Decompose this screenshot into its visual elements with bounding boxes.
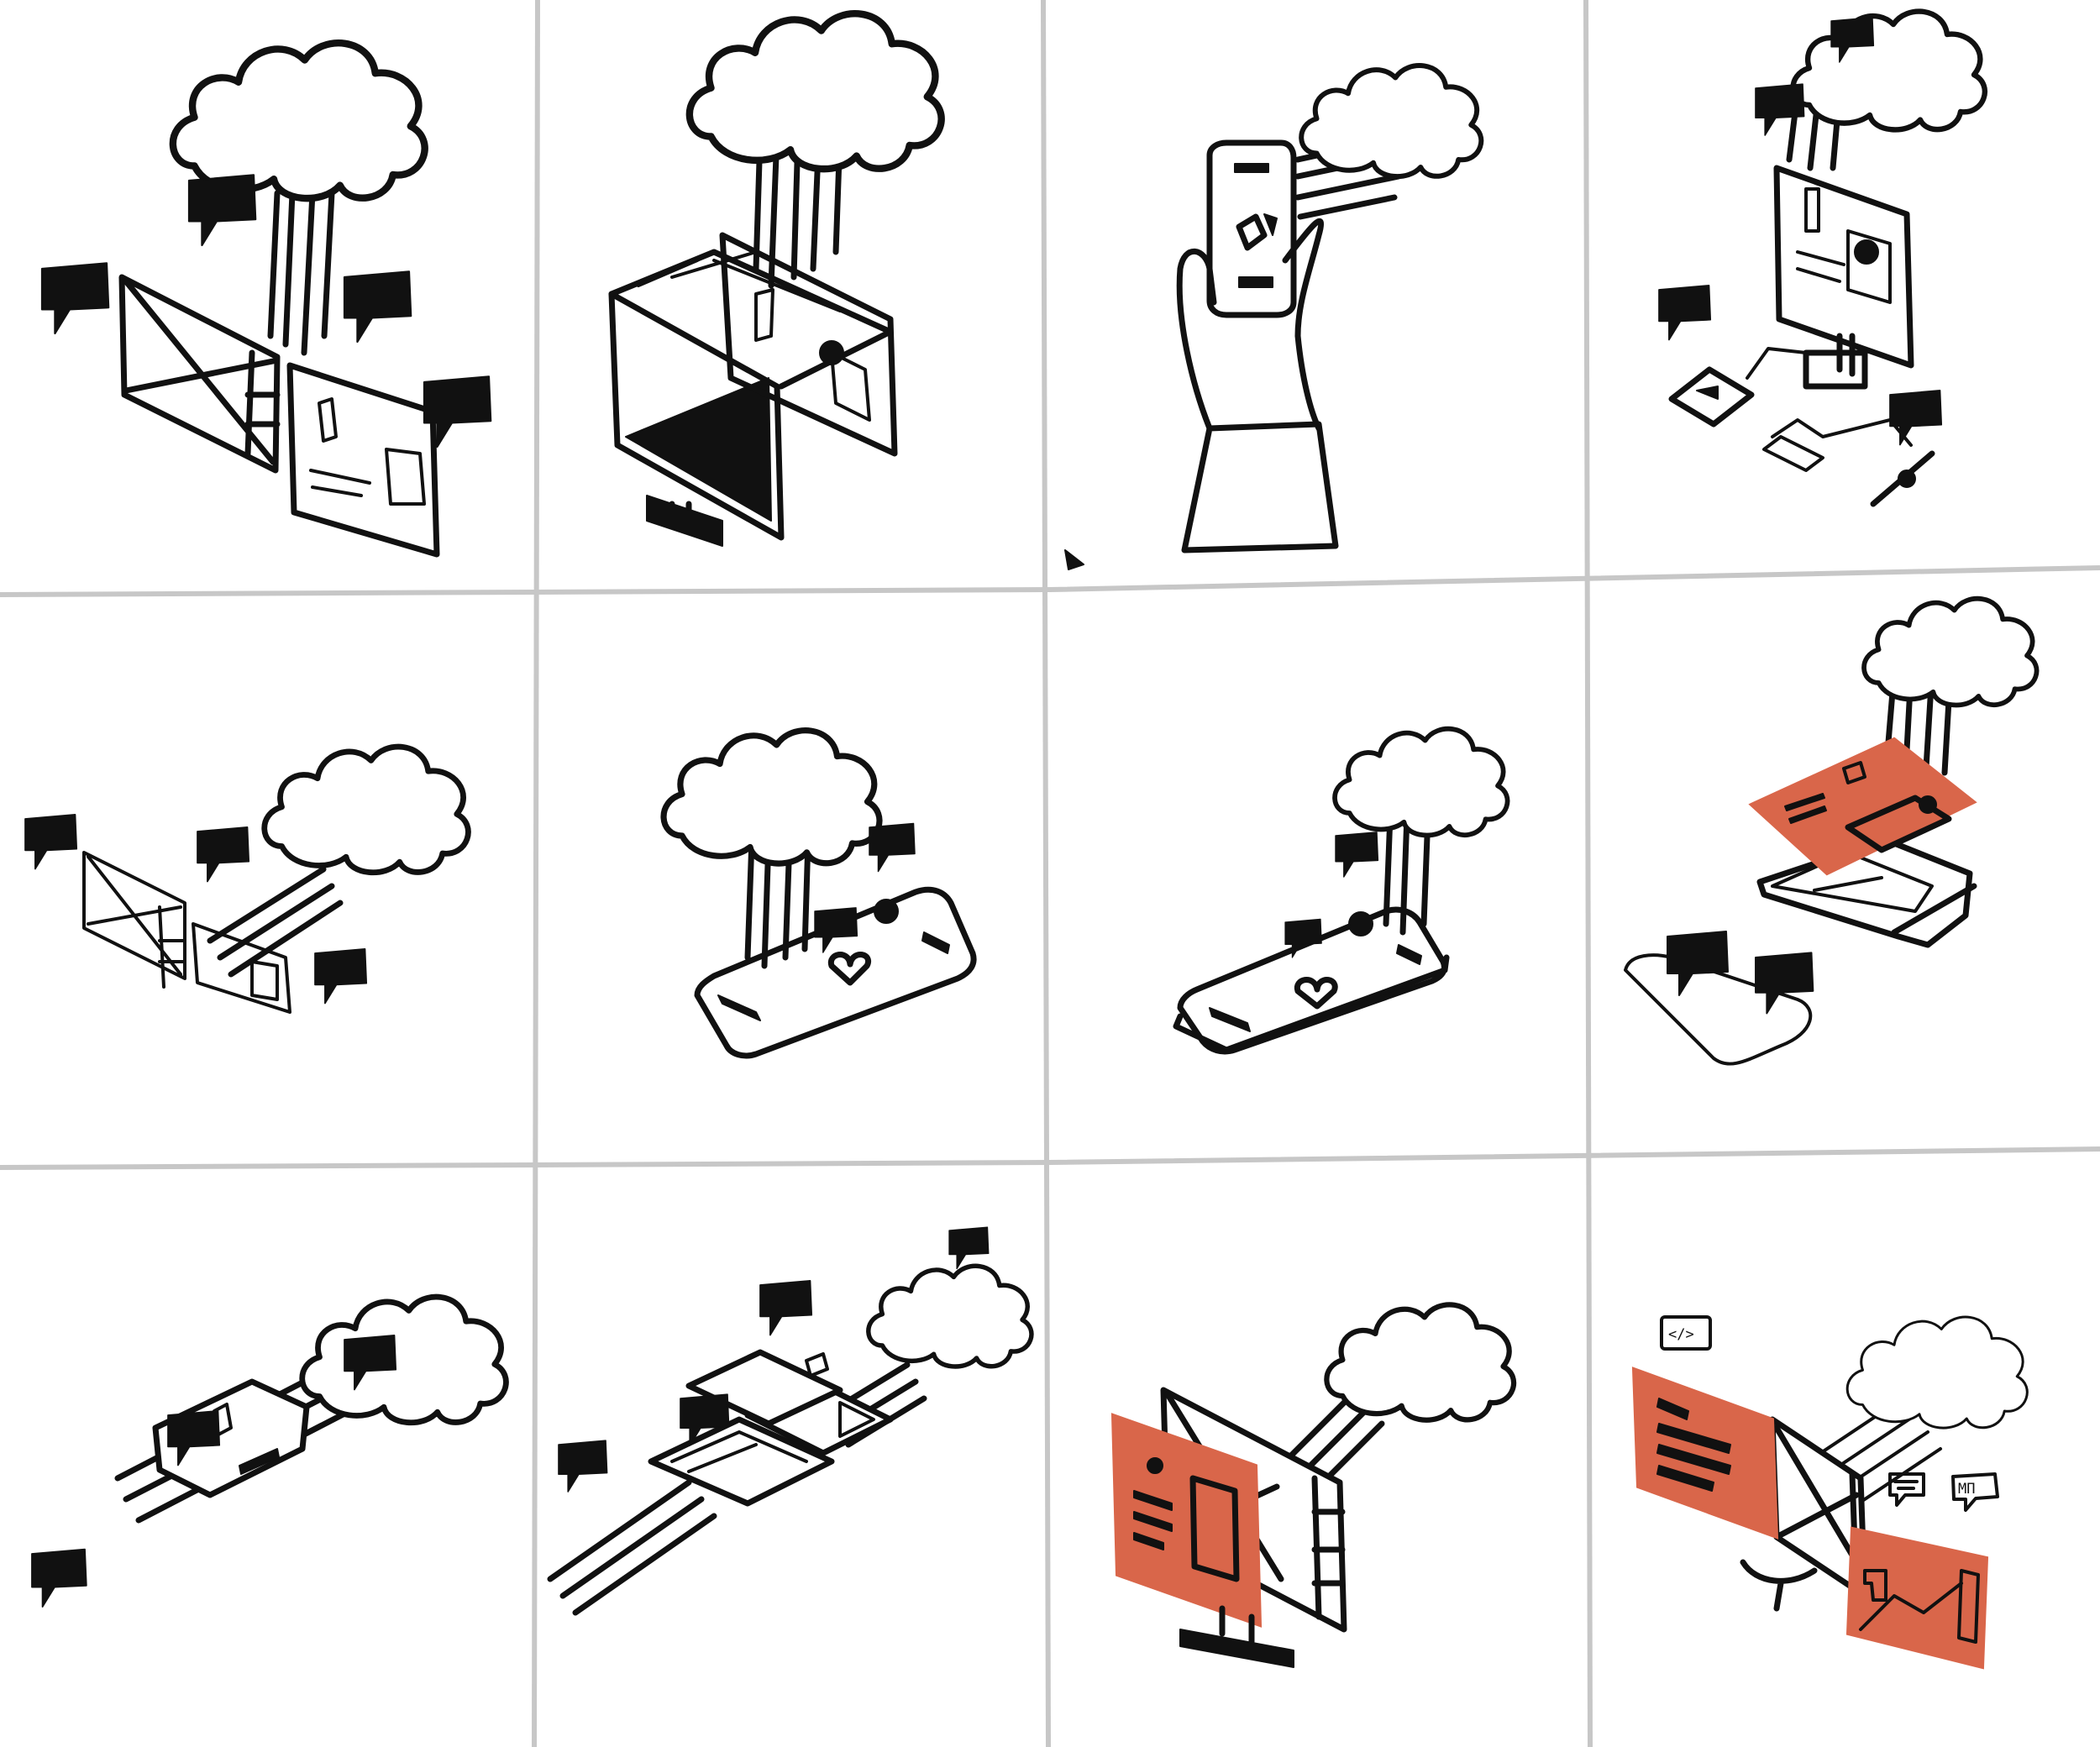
cloud-to-phone-in-hand-sketch bbox=[1064, 66, 1481, 570]
heart-icon bbox=[1294, 977, 1338, 1010]
cloud-icon bbox=[1335, 729, 1508, 836]
flag-icon bbox=[1335, 832, 1379, 878]
code-tag-icon: </> bbox=[1660, 1315, 1712, 1351]
cloud-to-monitor-sketch bbox=[608, 13, 942, 547]
cloud-to-laptop-sketch bbox=[40, 43, 492, 558]
grid-line-v2 bbox=[1041, 0, 1051, 1747]
cloud-icon bbox=[302, 1297, 507, 1423]
ink-mark bbox=[1064, 549, 1084, 570]
flag-icon bbox=[197, 826, 250, 883]
cloud-icon bbox=[1845, 1315, 2029, 1430]
cloud-icon bbox=[1864, 599, 2037, 706]
flag-icon bbox=[558, 1440, 608, 1493]
orange-screen bbox=[1748, 737, 1977, 876]
device-outline bbox=[1762, 435, 1824, 472]
cloud-beam bbox=[267, 190, 335, 356]
tablet-icon bbox=[694, 886, 977, 1059]
hand-icon bbox=[1176, 218, 1339, 553]
heart-icon bbox=[827, 952, 871, 986]
flag-icon bbox=[1667, 931, 1729, 996]
orange-screen-right bbox=[1845, 1526, 1989, 1670]
flag-icon bbox=[314, 948, 368, 1005]
cloud-icon bbox=[1793, 12, 1984, 130]
cloud-to-connected-devices-sketch bbox=[1658, 12, 1985, 507]
cloud-icon bbox=[173, 43, 425, 198]
chat-label: MΠ bbox=[1958, 1481, 1975, 1498]
cloud-beam bbox=[207, 866, 344, 978]
flag-icon bbox=[1658, 285, 1712, 341]
cloud-to-monitor-code-sketch: </> MΠ bbox=[1631, 1315, 2029, 1670]
laptop-icon bbox=[118, 274, 440, 558]
monitor-icon bbox=[1110, 1387, 1347, 1668]
grid-line-h1 bbox=[0, 565, 2100, 597]
phone-icon bbox=[1668, 366, 1755, 428]
cloud-icon bbox=[690, 13, 942, 169]
cloud-beam-to-laptop-sketch bbox=[24, 747, 469, 1014]
laptop-icon bbox=[648, 1349, 894, 1507]
cloud-to-tablet-alt-sketch bbox=[1173, 729, 1508, 1055]
laptop-icon bbox=[82, 851, 291, 1014]
cloud-to-monitor-orange-sketch bbox=[1110, 1304, 1514, 1668]
cloud-icon bbox=[1326, 1304, 1514, 1419]
grid-line-v1 bbox=[532, 0, 540, 1747]
flag-icon bbox=[759, 1280, 813, 1336]
cloud-icon bbox=[869, 1266, 1032, 1367]
flag-icon bbox=[814, 907, 858, 953]
satellite-icon bbox=[1870, 450, 1935, 507]
connection-lines bbox=[1746, 347, 1913, 447]
flag-icon bbox=[343, 270, 412, 344]
chat-bubble-icon bbox=[1888, 1472, 1925, 1507]
flag-icon bbox=[869, 822, 916, 873]
flag-icon bbox=[31, 1548, 87, 1608]
grid-line-h2 bbox=[0, 1146, 2100, 1170]
cloud-icon bbox=[1301, 66, 1481, 176]
tablet-icon bbox=[1173, 906, 1450, 1055]
monitor-icon bbox=[1631, 1367, 1989, 1670]
keyboard-outline bbox=[1624, 953, 1813, 1066]
code-tag-label: </> bbox=[1668, 1326, 1694, 1343]
flag-icon bbox=[948, 1226, 990, 1270]
orange-screen-left bbox=[1631, 1367, 1779, 1540]
flag-icon bbox=[187, 174, 257, 247]
cloud-beam-to-screens-sketch bbox=[547, 1226, 1032, 1616]
phone-icon bbox=[1206, 139, 1297, 318]
cloud-icon bbox=[664, 731, 879, 863]
monitor-icon bbox=[1773, 165, 1914, 390]
chat-bubble-icon: MΠ bbox=[1951, 1472, 1999, 1512]
cloud-beam-to-tablet-sketch bbox=[31, 1297, 507, 1608]
monitor-icon bbox=[608, 232, 898, 547]
cloud-icon bbox=[265, 747, 469, 873]
flag-icon bbox=[1755, 83, 1805, 136]
laptop-icon bbox=[1748, 737, 1977, 948]
flag-icon bbox=[1889, 390, 1943, 446]
grid-line-v3 bbox=[1583, 0, 1593, 1747]
tablet-icon bbox=[152, 1378, 310, 1498]
cloud-to-tablet-sketch bbox=[664, 731, 977, 1059]
flag-icon bbox=[24, 814, 78, 870]
flag-icon bbox=[40, 262, 110, 335]
cloud-to-laptop-orange-sketch bbox=[1624, 599, 2037, 1066]
